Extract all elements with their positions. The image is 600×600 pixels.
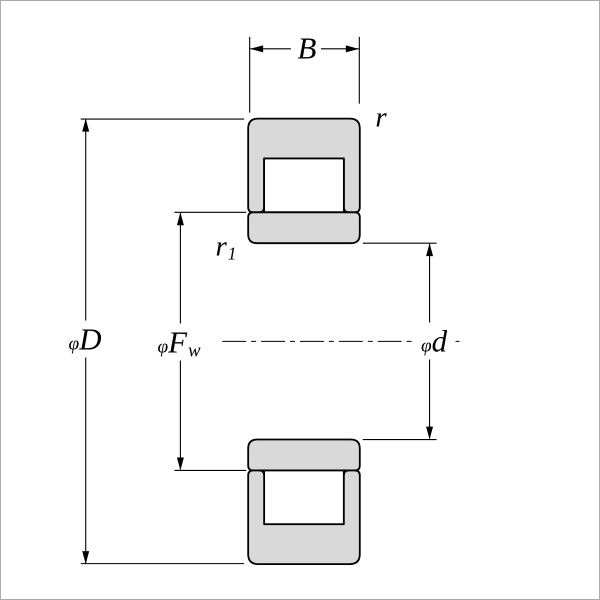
label-outer-diameter-D: φD xyxy=(63,320,107,358)
phi-symbol: φ xyxy=(157,336,169,358)
B-arrowhead-right xyxy=(345,45,359,53)
label-Fw-subscript: w xyxy=(188,340,201,362)
label-Fw-text: F xyxy=(168,324,188,360)
D-arrowhead-top xyxy=(82,118,90,132)
label-d-text: d xyxy=(431,323,448,359)
label-r-text: r xyxy=(375,101,387,134)
inner-ring-bottom-section xyxy=(247,438,361,472)
D-arrowhead-bottom xyxy=(82,551,90,565)
phi-symbol: φ xyxy=(68,333,80,355)
B-arrowhead-left xyxy=(250,45,264,53)
label-r1-subscript: 1 xyxy=(227,243,237,264)
d-arrowhead-bottom xyxy=(426,426,434,440)
bearing-top-half xyxy=(247,117,361,245)
label-r1-text: r xyxy=(215,230,227,263)
dimension-B xyxy=(249,36,360,113)
label-B-text: B xyxy=(297,30,317,66)
label-raceway-diameter-Fw: φFw xyxy=(152,323,206,362)
bearing-bottom-half xyxy=(247,438,361,566)
inner-ring-top-section xyxy=(247,211,361,245)
label-bore-diameter-d: φd xyxy=(415,322,453,360)
phi-symbol: φ xyxy=(420,335,432,357)
Fw-arrowhead-top xyxy=(176,212,184,226)
label-inner-chamfer-r1: r1 xyxy=(215,230,237,264)
label-D-text: D xyxy=(79,321,102,357)
Fw-arrowhead-bottom xyxy=(176,457,184,471)
roller-top xyxy=(263,157,345,214)
label-width-B: B xyxy=(298,33,317,64)
outer-ring-bottom-section xyxy=(247,469,361,566)
d-arrowhead-top xyxy=(426,243,434,257)
roller-bottom xyxy=(263,469,345,526)
label-outer-chamfer-r: r xyxy=(375,101,387,134)
